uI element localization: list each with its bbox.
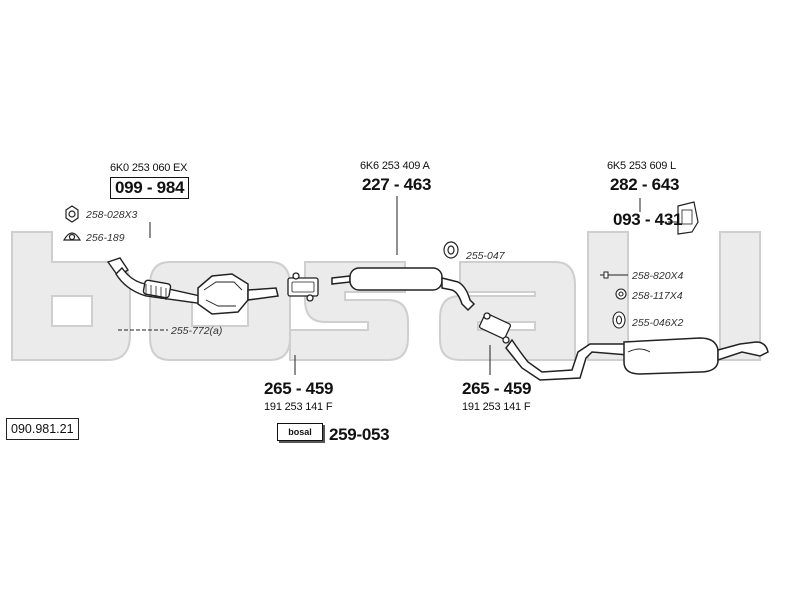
rear-silencer <box>505 337 769 381</box>
oe-number-282-643: 6K5 253 609 L <box>607 160 676 172</box>
fitting-258-820x4: 258-820X4 <box>632 270 684 282</box>
clamp-right <box>478 312 512 344</box>
leader-lines <box>149 196 678 375</box>
part-number-265-459-right: 265 - 459 <box>462 379 532 398</box>
gasket-icon <box>62 232 82 241</box>
bracket-093-431 <box>677 201 699 235</box>
watermark-logo <box>11 231 761 361</box>
hanger-255-047 <box>443 241 459 259</box>
fitting-258-117x4: 258-117X4 <box>632 290 683 302</box>
fitting-258-028x3: 258-028X3 <box>86 209 138 221</box>
fitting-255-047: 255-047 <box>466 250 505 262</box>
diagram-reference-number: 090.981.21 <box>6 418 79 440</box>
fitting-255-046x2: 255-046X2 <box>632 317 684 329</box>
oe-number-265-459-right: 191 253 141 F <box>462 401 531 413</box>
part-number-265-459-left: 265 - 459 <box>264 379 334 398</box>
fitting-256-189: 256-189 <box>86 232 125 244</box>
oe-number-227-463: 6K6 253 409 A <box>360 160 430 172</box>
part-number-282-643: 282 - 643 <box>610 175 680 194</box>
front-pipe <box>106 257 206 305</box>
rubber-mount-icon <box>612 311 626 329</box>
clamp-left <box>287 272 319 302</box>
bolt-icon <box>600 271 628 279</box>
bosal-tag-icon: bosal <box>277 423 323 441</box>
middle-silencer <box>331 267 476 312</box>
oe-number-099-984: 6K0 253 060 EX <box>110 162 188 174</box>
part-number-099-984: 099 - 984 <box>110 177 190 199</box>
fitting-255-772a: 255-772(a) <box>171 325 223 337</box>
catalytic-converter <box>197 273 279 315</box>
part-number-259-053: 259-053 <box>329 425 390 444</box>
part-number-227-463: 227 - 463 <box>362 175 432 194</box>
part-number-093-431: 093 - 431 <box>613 210 683 229</box>
washer-icon <box>615 288 627 300</box>
oe-number-265-459-left: 191 253 141 F <box>264 401 333 413</box>
nut-icon <box>65 205 79 223</box>
